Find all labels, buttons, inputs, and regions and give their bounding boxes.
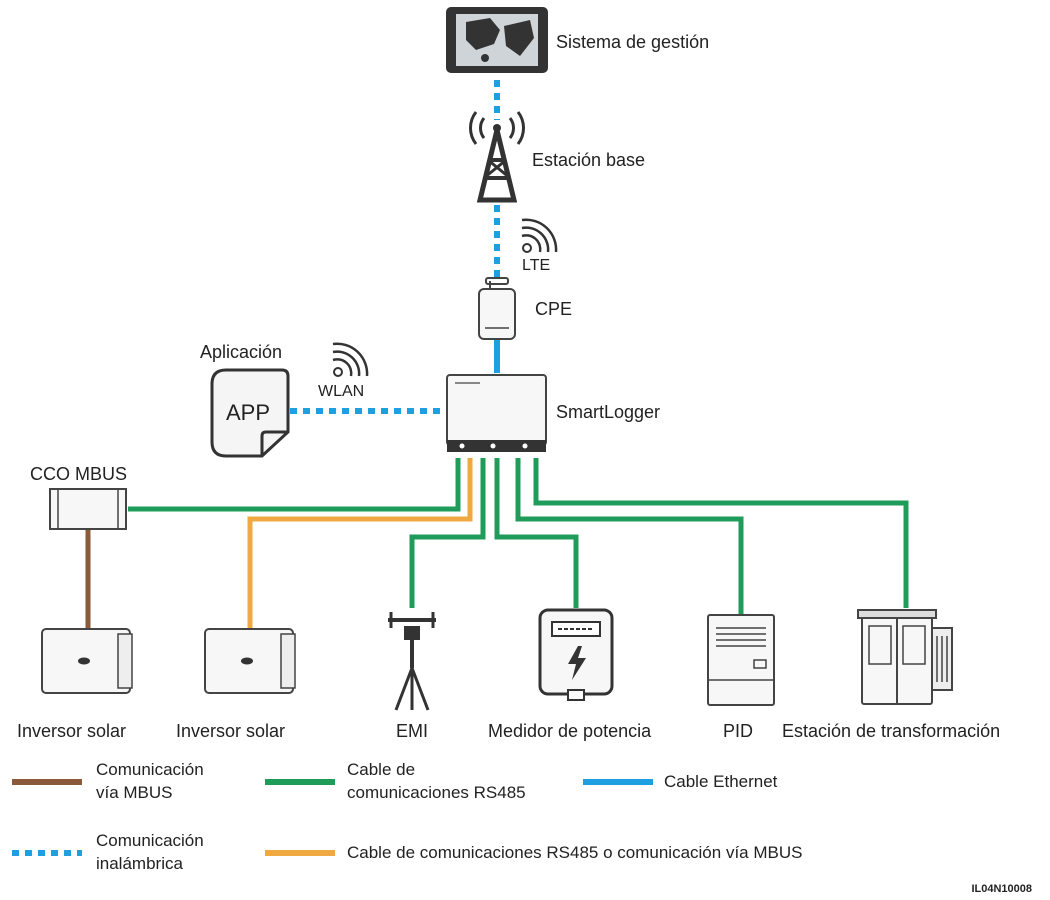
app-caption-label: Aplicación bbox=[200, 342, 282, 362]
transformer-station-label: Estación de transformación bbox=[782, 721, 1000, 741]
management-system-label: Sistema de gestión bbox=[556, 32, 709, 52]
lte-wireless-icon bbox=[521, 218, 558, 253]
app-document-icon bbox=[210, 368, 290, 458]
rs485-link-cco bbox=[128, 458, 461, 512]
inverter-1-label: Inversor solar bbox=[17, 721, 126, 741]
emi-label: EMI bbox=[396, 721, 428, 741]
base-station-label: Estación base bbox=[532, 150, 645, 170]
wlan-wireless-icon bbox=[332, 342, 369, 377]
app-text-label: APP bbox=[226, 400, 270, 425]
legend-rs485-label-2: comunicaciones RS485 bbox=[347, 783, 526, 802]
rs485-or-mbus-link-inverter-2 bbox=[247, 458, 473, 628]
legend-ethernet-label: Cable Ethernet bbox=[664, 772, 778, 791]
power-meter-label: Medidor de potencia bbox=[488, 721, 652, 741]
base-station-tower-icon bbox=[469, 111, 525, 203]
figure-id-label: IL04N10008 bbox=[971, 883, 1032, 895]
pid-device-icon bbox=[707, 614, 775, 706]
cco-mbus-device-icon bbox=[49, 488, 127, 530]
pid-label: PID bbox=[723, 721, 753, 741]
lte-label: LTE bbox=[522, 257, 550, 274]
cco-mbus-label: CCO MBUS bbox=[30, 464, 127, 484]
inverter-2-label: Inversor solar bbox=[176, 721, 285, 741]
cpe-label: CPE bbox=[535, 299, 572, 319]
legend-wireless-label-1: Comunicación bbox=[96, 831, 204, 850]
smartlogger-label: SmartLogger bbox=[556, 402, 660, 422]
rs485-link-pid bbox=[515, 458, 744, 614]
legend-rs485-label-1: Cable de bbox=[347, 760, 415, 779]
rs485-link-transformer bbox=[533, 458, 909, 608]
rs485-link-power-meter bbox=[494, 458, 579, 608]
legend-mbus-label-1: Comunicación bbox=[96, 760, 204, 779]
wlan-label: WLAN bbox=[318, 383, 364, 400]
power-meter-icon bbox=[538, 608, 614, 701]
management-system-icon bbox=[446, 7, 548, 73]
solar-inverter-2-icon bbox=[204, 628, 296, 694]
cpe-device-icon bbox=[478, 277, 516, 340]
solar-inverter-1-icon bbox=[41, 628, 133, 694]
transformer-station-icon bbox=[857, 609, 953, 705]
emi-weather-station-icon bbox=[388, 612, 436, 711]
rs485-link-emi bbox=[409, 458, 486, 608]
legend-wireless-label-2: inalámbrica bbox=[96, 854, 183, 873]
legend-rs485-or-mbus-label: Cable de comunicaciones RS485 o comunica… bbox=[347, 843, 802, 862]
smartlogger-device-icon bbox=[446, 374, 547, 452]
legend-mbus-label-2: vía MBUS bbox=[96, 783, 173, 802]
